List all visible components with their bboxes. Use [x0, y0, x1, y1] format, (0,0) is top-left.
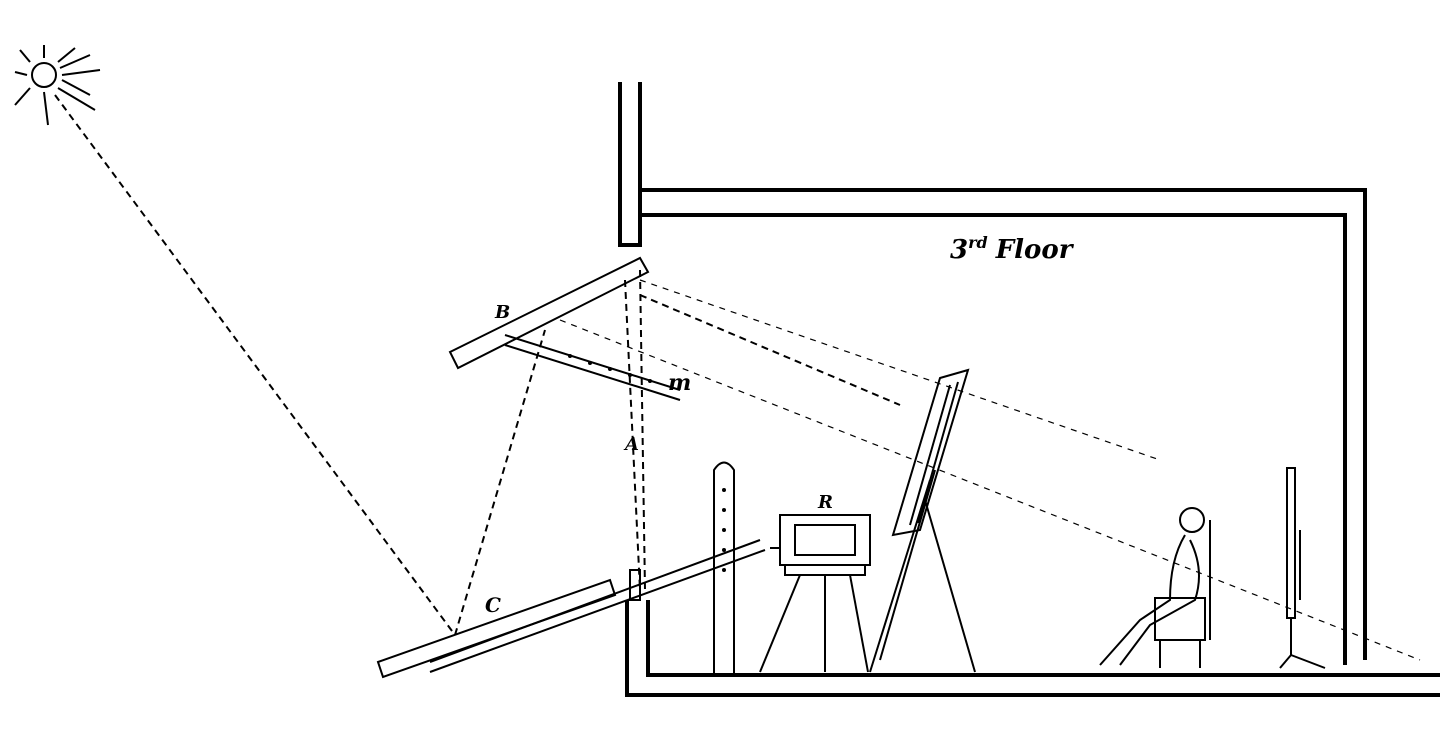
upper-mirror-b [448, 256, 681, 401]
label-b: B [494, 302, 510, 323]
sun-ray [54, 94, 456, 636]
reflected-ray-lower [454, 329, 546, 636]
lower-mirror-c [376, 539, 766, 679]
label-r: R [817, 492, 833, 513]
label-m: m [668, 370, 691, 396]
camera-r [759, 514, 871, 673]
projection-ray-1 [639, 279, 1161, 461]
projection-ray-3 [559, 319, 1421, 661]
sun-icon [14, 45, 101, 126]
label-c: C [485, 593, 501, 617]
seated-person [1099, 507, 1211, 668]
building [618, 82, 1440, 697]
easel-screen [869, 368, 976, 673]
head-rest-stand [1279, 467, 1326, 669]
reflected-ray-a [624, 279, 641, 591]
support-post [713, 461, 735, 675]
reflected-ray-b [639, 269, 646, 591]
label-a: A [623, 434, 639, 455]
